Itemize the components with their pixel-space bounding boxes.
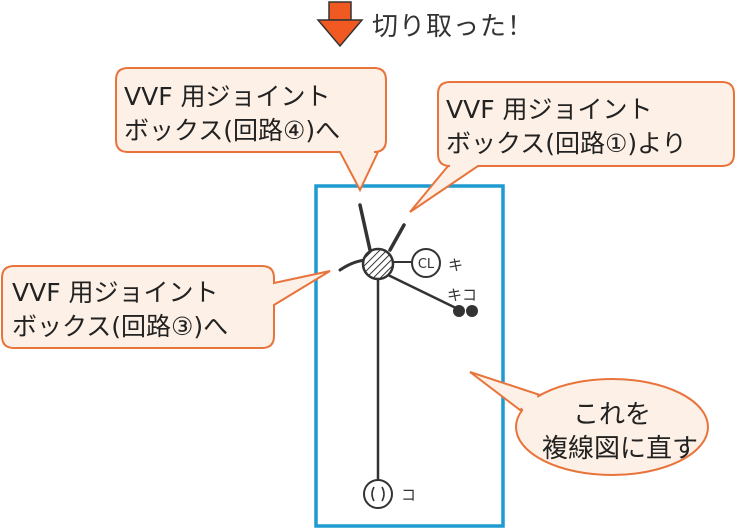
ceiling-light-icon (411, 248, 441, 278)
ceiling-light-label: キ (448, 256, 463, 274)
callout-circuit1-line1: VVF 用ジョイント (446, 95, 653, 124)
callout-instruction-line2: 複線図に直す (542, 434, 699, 464)
ceiling-light-symbol: CL (418, 257, 435, 272)
callout-circuit4-text: VVF 用ジョイント ボックス(回路④)へ (124, 80, 340, 148)
callout-circuit4-line1: VVF 用ジョイント (124, 82, 331, 111)
outlet-icon (363, 479, 393, 509)
callout-circuit4 (115, 67, 387, 193)
callout-instruction-text: これを 複線図に直す (542, 398, 699, 466)
switch-pair-icon (453, 305, 478, 317)
callout-circuit1-text: VVF 用ジョイント ボックス(回路①)より (446, 93, 687, 161)
callout-circuit1-line2: ボックス(回路①)より (446, 129, 687, 158)
callout-circuit3-line2: ボックス(回路③)へ (12, 312, 229, 341)
down-arrow-icon (316, 1, 364, 48)
callout-instruction (469, 371, 709, 476)
callout-circuit4-line2: ボックス(回路④)へ (124, 116, 341, 145)
selection-frame (314, 184, 505, 528)
callout-circuit3 (1, 265, 331, 349)
arrow-label: 切り取った！ (372, 12, 535, 42)
callout-circuit1 (409, 81, 735, 213)
outlet-label: コ (401, 486, 416, 504)
callout-instruction-line1: これを (572, 400, 651, 430)
junction-box-icon (361, 247, 395, 281)
callout-circuit3-text: VVF 用ジョイント ボックス(回路③)へ (12, 276, 228, 344)
callout-circuit3-line1: VVF 用ジョイント (12, 278, 219, 307)
wiring (338, 203, 462, 482)
switch-pair-label: キコ (447, 286, 477, 304)
